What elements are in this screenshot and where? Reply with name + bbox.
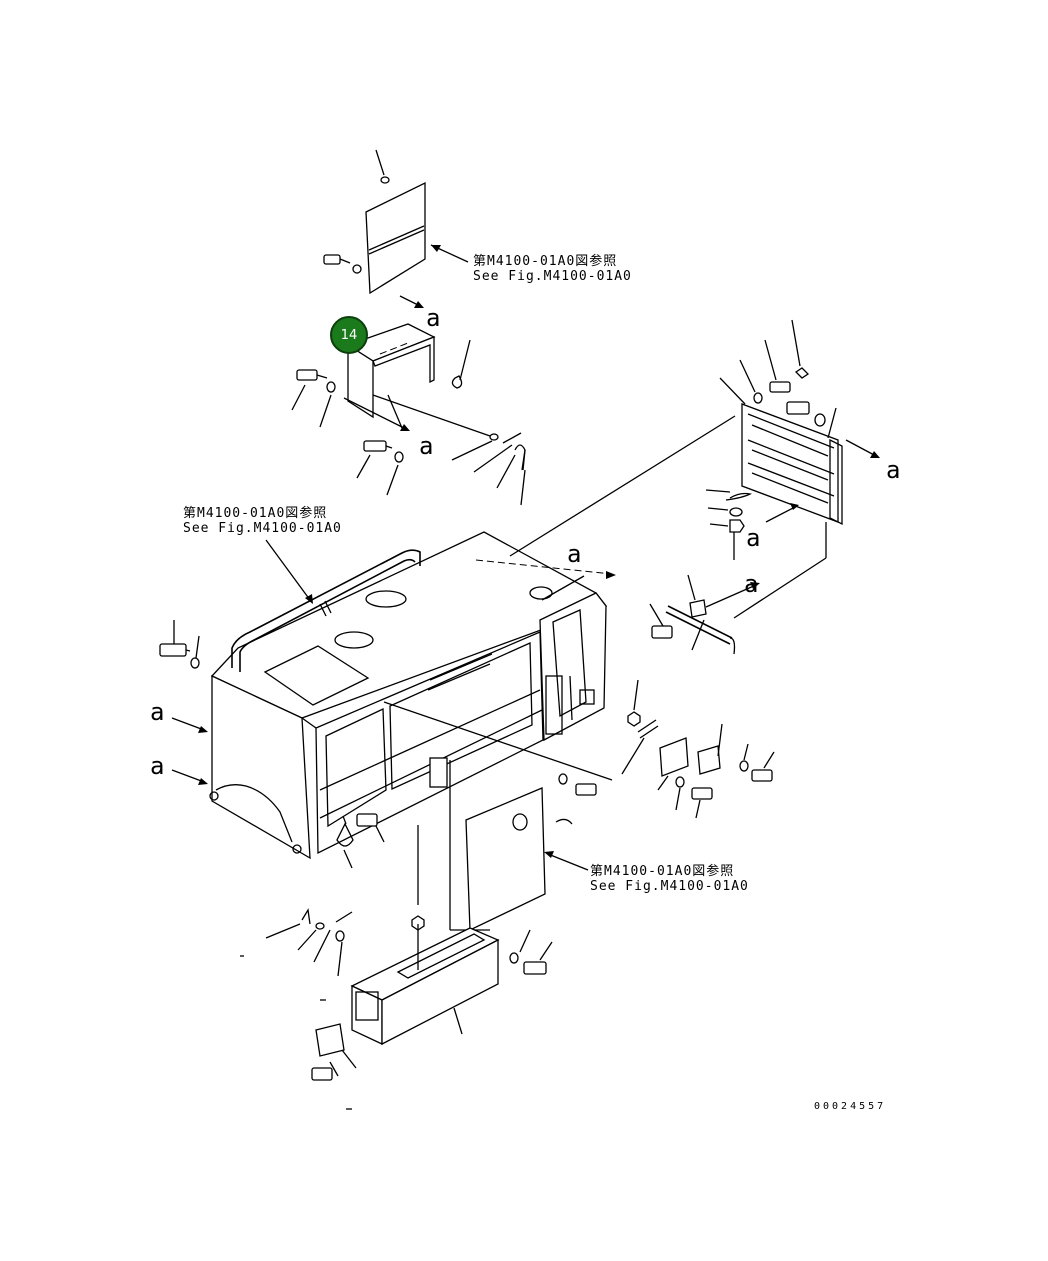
- connection-letter: a: [150, 752, 165, 780]
- reference-label-en: See Fig.M4100-01A0: [183, 521, 342, 536]
- connection-letter: a: [419, 432, 434, 460]
- part-callout-14[interactable]: 14: [330, 316, 368, 354]
- reference-label-left: 第M4100-01A0図参照 See Fig.M4100-01A0: [183, 506, 342, 536]
- connection-letter: a: [567, 540, 582, 568]
- cab-body: [159, 415, 736, 931]
- connection-letter: a: [886, 456, 901, 484]
- connection-letter: a: [150, 698, 165, 726]
- document-number: 00024557: [814, 1101, 887, 1112]
- connection-letter: a: [744, 570, 759, 598]
- bracket-part-14: [291, 323, 526, 506]
- reference-label-top: 第M4100-01A0図参照 See Fig.M4100-01A0: [473, 254, 632, 284]
- side-latch-assembly: [621, 679, 775, 819]
- reference-label-en: See Fig.M4100-01A0: [473, 269, 632, 284]
- reference-label-en: See Fig.M4100-01A0: [590, 879, 749, 894]
- reference-label-jp: 第M4100-01A0図参照: [183, 506, 328, 521]
- louvre-panel: [649, 319, 880, 655]
- top-cover-plate: [323, 149, 469, 308]
- front-door-panel: [465, 773, 597, 932]
- lower-box: [240, 908, 553, 1110]
- reference-label-jp: 第M4100-01A0図参照: [590, 864, 735, 879]
- connection-letter: a: [426, 304, 441, 332]
- connection-letter: a: [746, 524, 761, 552]
- reference-label-jp: 第M4100-01A0図参照: [473, 254, 618, 269]
- reference-label-bottom: 第M4100-01A0図参照 See Fig.M4100-01A0: [590, 864, 749, 894]
